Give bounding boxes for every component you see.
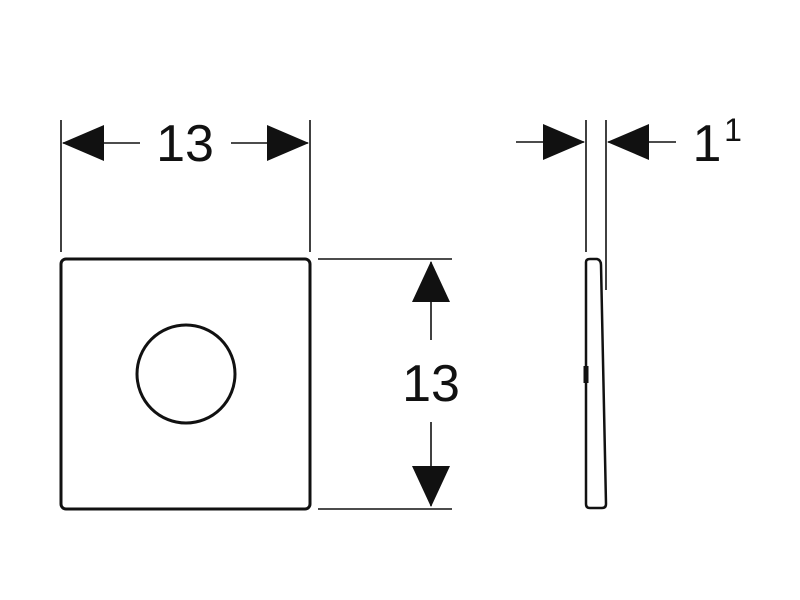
width-dimension: 13	[60, 115, 311, 252]
thickness-arrow-right-head	[607, 124, 649, 160]
thickness-dimension: 1 1	[516, 112, 742, 290]
thickness-dimension-superscript: 1	[724, 112, 742, 148]
thickness-arrow-left-head	[543, 124, 585, 160]
height-dimension-label: 13	[402, 355, 460, 413]
side-view	[583, 257, 608, 510]
front-button-circle	[135, 323, 237, 425]
height-dimension: 13	[318, 258, 460, 510]
width-arrow-right-head	[267, 125, 309, 161]
front-view	[59, 257, 312, 511]
front-plate-outline	[59, 257, 312, 511]
side-plate-profile	[584, 257, 608, 510]
thickness-dimension-label: 1	[693, 115, 722, 173]
height-arrow-down-head	[412, 466, 450, 507]
width-arrow-left-head	[62, 125, 104, 161]
width-dimension-label: 13	[156, 115, 214, 173]
height-arrow-up-head	[412, 261, 450, 302]
